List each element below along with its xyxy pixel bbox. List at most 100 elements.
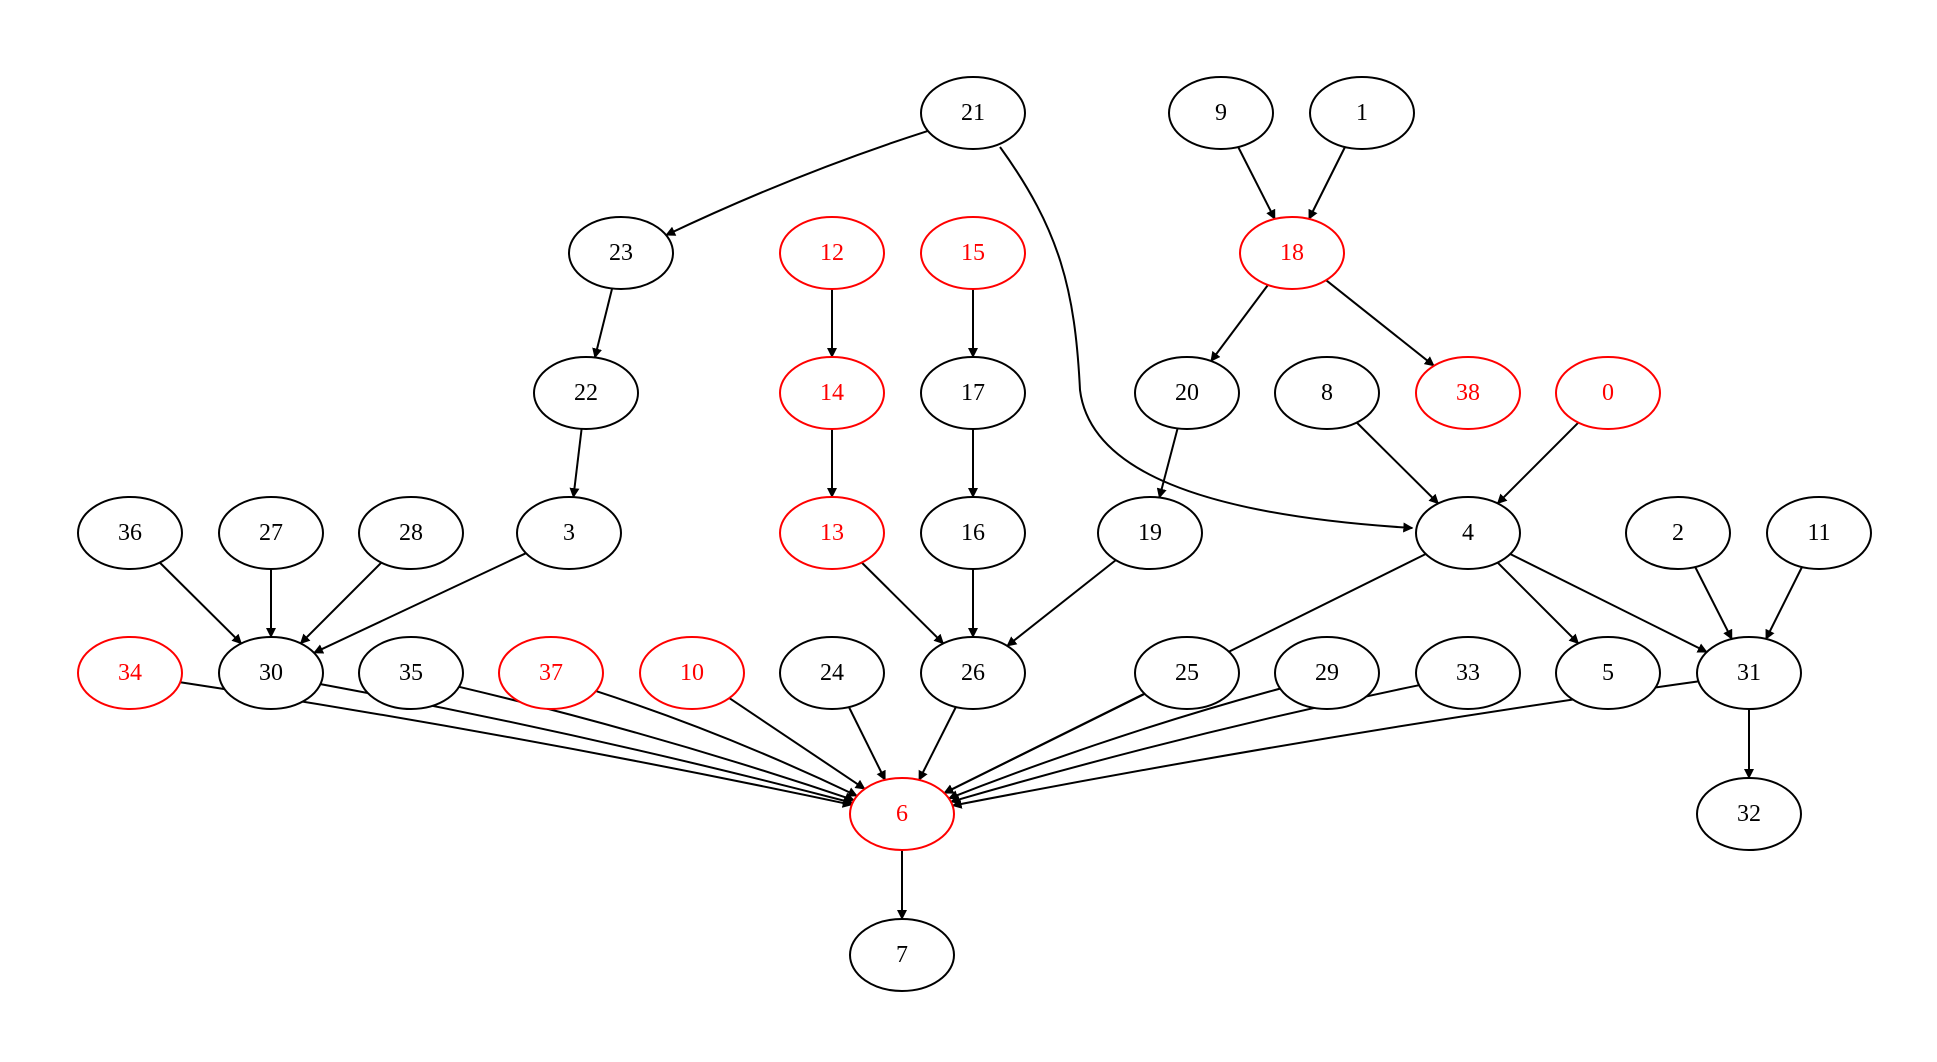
edge-10-to-6 [728, 697, 866, 790]
edge-36-to-30 [158, 561, 243, 645]
node-ellipse [1555, 356, 1661, 430]
node-ellipse [920, 496, 1026, 570]
edge-23-to-22 [592, 288, 614, 359]
edge-line [943, 693, 1146, 794]
node-11: 11 [1766, 496, 1872, 570]
edge-line [860, 561, 945, 645]
edge-4-to-31 [1509, 553, 1708, 653]
node-label: 31 [1737, 660, 1761, 686]
edge-line [1694, 566, 1733, 640]
node-ellipse [1696, 636, 1802, 710]
node-ellipse [218, 636, 324, 710]
node-label: 0 [1602, 380, 1614, 406]
node-16: 16 [920, 496, 1026, 570]
node-12: 12 [779, 216, 885, 290]
node-ellipse [77, 496, 183, 570]
node-label: 25 [1175, 660, 1199, 686]
edge-1-to-18 [1308, 146, 1346, 220]
node-ellipse [77, 636, 183, 710]
edge-line [595, 690, 858, 797]
edge-line [999, 146, 1414, 533]
node-15: 15 [920, 216, 1026, 290]
edge-line [1355, 421, 1440, 505]
node-ellipse [1239, 216, 1345, 290]
node-label: 33 [1456, 660, 1480, 686]
edge-line [458, 685, 855, 803]
edge-9-to-18 [1237, 146, 1276, 220]
node-label: 17 [961, 380, 985, 406]
node-ellipse [358, 496, 464, 570]
node-label: 7 [896, 942, 908, 968]
edge-line [569, 428, 583, 499]
node-ellipse [779, 356, 885, 430]
node-label: 6 [896, 801, 908, 827]
node-ellipse [1766, 496, 1872, 570]
edge-line [1765, 566, 1803, 640]
node-4: 4 [1415, 496, 1521, 570]
edge-line [1156, 428, 1179, 499]
edge-line [313, 552, 527, 654]
node-ellipse [358, 636, 464, 710]
node-33: 33 [1415, 636, 1521, 710]
node-label: 4 [1462, 520, 1474, 546]
node-ellipse [1134, 356, 1240, 430]
node-ellipse [779, 636, 885, 710]
node-9: 9 [1168, 76, 1274, 150]
node-ellipse [1625, 496, 1731, 570]
node-label: 28 [399, 520, 423, 546]
node-ellipse [779, 496, 885, 570]
edge-11-to-31 [1765, 566, 1803, 640]
node-3: 3 [516, 496, 622, 570]
node-label: 32 [1737, 801, 1761, 827]
edge-line [1496, 421, 1580, 505]
node-ellipse [849, 918, 955, 992]
node-14: 14 [779, 356, 885, 430]
edge-line [1006, 559, 1117, 647]
node-ellipse [1168, 76, 1274, 150]
node-6: 6 [849, 777, 955, 851]
node-25: 25 [1134, 636, 1240, 710]
node-7: 7 [849, 918, 955, 992]
node-ellipse [920, 216, 1026, 290]
edges-layer [158, 129, 1803, 920]
node-10: 10 [639, 636, 745, 710]
edge-line [1325, 279, 1435, 367]
node-5: 5 [1555, 636, 1661, 710]
node-label: 30 [259, 660, 283, 686]
edge-3-to-30 [313, 552, 527, 654]
node-label: 15 [961, 240, 985, 266]
node-36: 36 [77, 496, 183, 570]
edge-line [728, 697, 866, 790]
edge-18-to-38 [1325, 279, 1435, 367]
node-ellipse [498, 636, 604, 710]
node-ellipse [1274, 356, 1380, 430]
node-ellipse [1696, 777, 1802, 851]
node-ellipse [639, 636, 745, 710]
node-ellipse [1097, 496, 1203, 570]
node-ellipse [1555, 636, 1661, 710]
edge-21-to-23 [665, 129, 929, 237]
node-label: 5 [1602, 660, 1614, 686]
node-ellipse [920, 356, 1026, 430]
node-label: 9 [1215, 100, 1227, 126]
edge-line [158, 561, 243, 645]
node-ellipse [533, 356, 639, 430]
edge-line [918, 706, 957, 781]
node-ellipse [1274, 636, 1380, 710]
node-label: 34 [118, 660, 142, 686]
edge-25-to-6 [943, 693, 1146, 794]
edge-24-to-6 [848, 706, 886, 781]
node-20: 20 [1134, 356, 1240, 430]
node-35: 35 [358, 636, 464, 710]
node-label: 29 [1315, 660, 1339, 686]
node-label: 35 [399, 660, 423, 686]
node-ellipse [779, 216, 885, 290]
edge-line [947, 687, 1281, 800]
edge-20-to-19 [1156, 428, 1179, 499]
node-2: 2 [1625, 496, 1731, 570]
node-1: 1 [1309, 76, 1415, 150]
edge-line [1237, 146, 1276, 220]
node-label: 19 [1138, 520, 1162, 546]
node-ellipse [849, 777, 955, 851]
